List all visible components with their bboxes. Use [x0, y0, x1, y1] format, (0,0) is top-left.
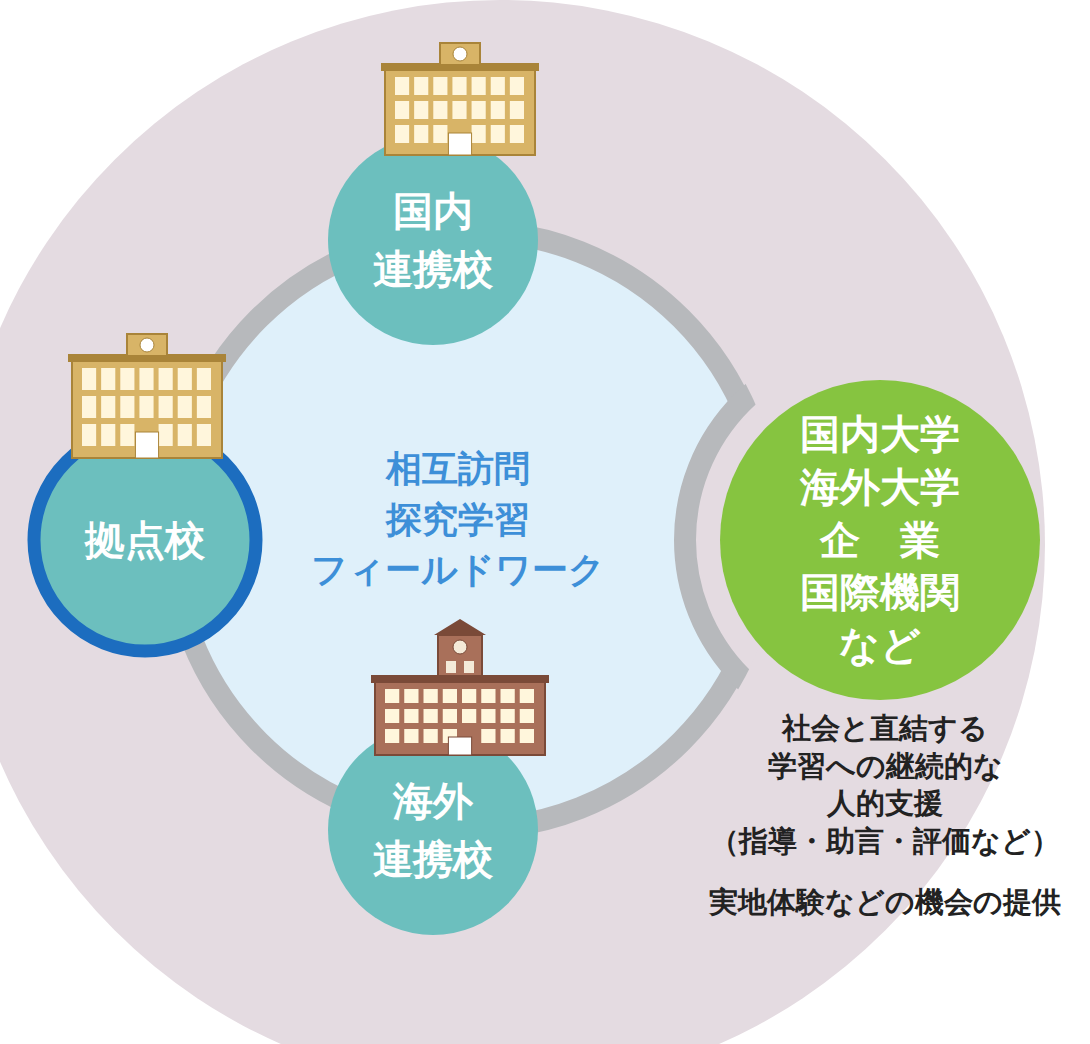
opportunity-note: 実地体験などの機会の提供 — [709, 884, 1061, 922]
node-shape — [328, 135, 538, 345]
partner-school-circle: 国内 連携校 — [328, 135, 538, 345]
support-note: 社会と直結する 学習への継続的な 人的支援 （指導・助言・評価など） — [710, 710, 1060, 861]
node-label: 拠点校 — [85, 514, 205, 566]
node-shape — [328, 725, 538, 935]
node-label: 国内 連携校 — [373, 182, 493, 298]
node-label: 相互訪問 探究学習 フィールドワーク — [311, 444, 605, 595]
hub-school-circle: 拠点校 — [27, 422, 263, 658]
overseas-school-circle: 海外 連携校 — [328, 725, 538, 935]
node-label: 国内大学 海外大学 企 業 国際機関 など — [800, 408, 960, 672]
node-label: 海外 連携校 — [373, 772, 493, 888]
partner-organisations-circle: 国内大学 海外大学 企 業 国際機関 など — [720, 380, 1040, 700]
school-building-icon — [68, 334, 226, 458]
school-building-icon — [371, 619, 549, 755]
school-building-icon — [381, 43, 539, 155]
